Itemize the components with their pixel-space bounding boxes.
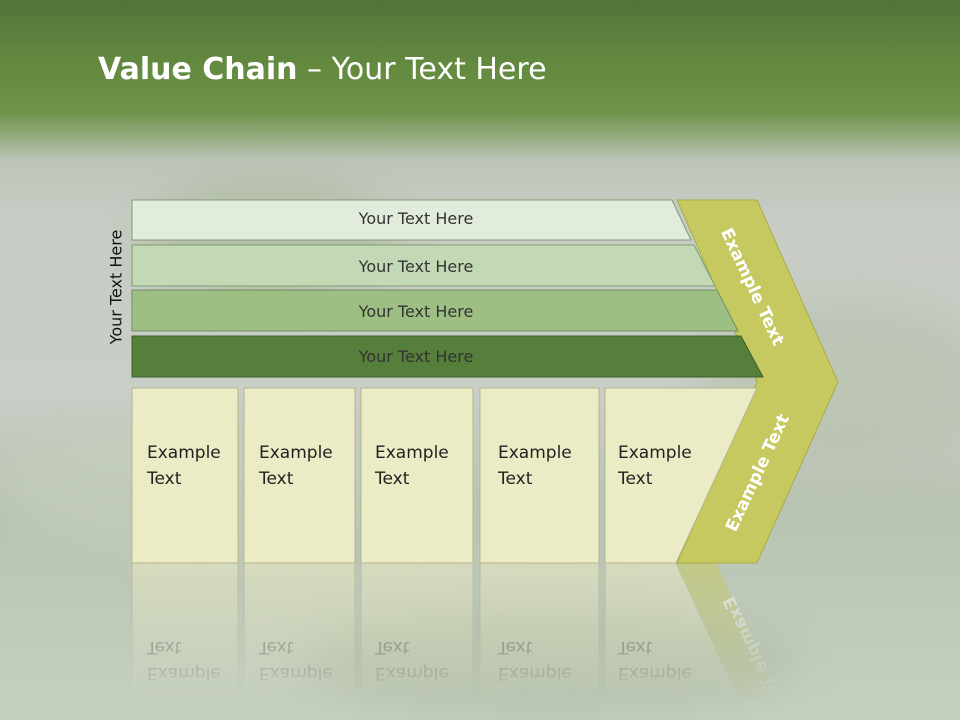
title-bold: Value Chain [98,52,298,87]
svg-text:Example: Example [498,663,572,683]
row-bar-4 [131,335,764,378]
svg-text:Example: Example [259,663,333,683]
row-label-4: Your Text Here [358,347,474,366]
svg-text:Text: Text [146,637,182,657]
activity-box-4 [479,387,600,564]
svg-text:Example: Example [147,663,221,683]
reflection: Example Text Example Text Example Text Exam… [131,562,791,720]
activity-box-5 [604,387,758,564]
svg-text:Example: Example [618,663,692,683]
box-2-line2: Text [258,469,294,489]
box-1-line2: Text [146,469,182,489]
activity-box-2 [243,387,356,564]
row-bar-2 [131,244,716,287]
activity-box-3 [360,387,474,564]
box-1-line1: Example [147,443,221,463]
row-label-2: Your Text Here [358,257,474,276]
row-bar-1 [131,199,692,241]
svg-text:Example: Example [375,663,449,683]
slide-title: Value Chain – Your Text Here [98,52,547,87]
svg-text:Text: Text [258,637,294,657]
svg-text:Text: Text [617,637,653,657]
title-rest: – Your Text Here [297,52,547,87]
activity-box-1 [131,387,239,564]
box-3-line1: Example [375,443,449,463]
box-5-line1: Example [618,443,692,463]
svg-text:Text: Text [374,637,410,657]
row-label-3: Your Text Here [358,302,474,321]
box-4-line1: Example [498,443,572,463]
row-label-1: Your Text Here [358,209,474,228]
svg-text:Text: Text [497,637,533,657]
box-4-line2: Text [497,469,533,489]
box-5-line2: Text [617,469,653,489]
row-bar-3 [131,289,739,332]
box-2-line1: Example [259,443,333,463]
row-bars [131,199,764,378]
activity-boxes [131,387,758,564]
header-band [0,0,960,160]
box-3-line2: Text [374,469,410,489]
